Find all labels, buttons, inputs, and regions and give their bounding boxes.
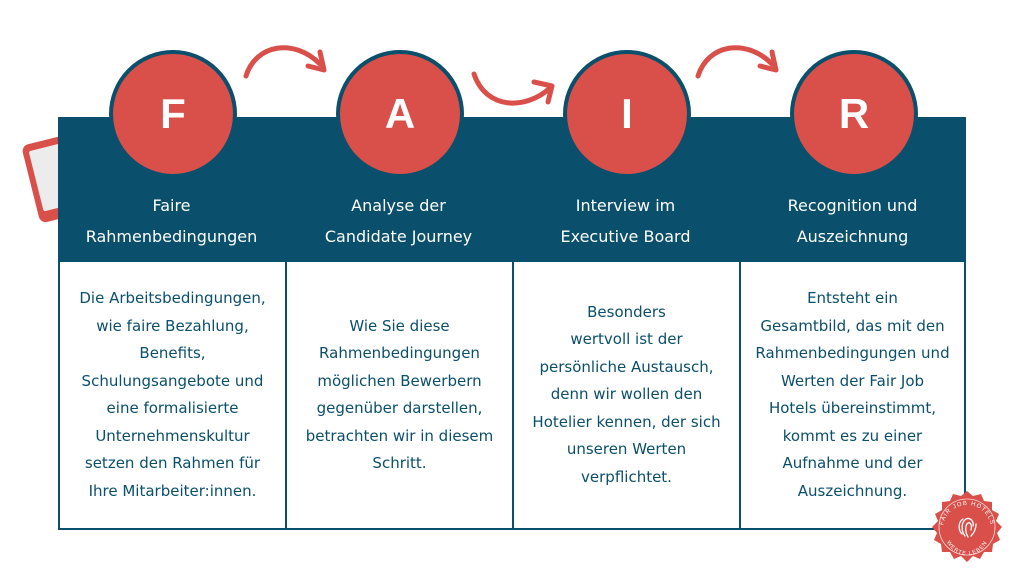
step-description: Wie Sie diese Rahmenbedingungen mögliche… bbox=[305, 316, 494, 473]
step-letter-circle: A bbox=[336, 50, 464, 178]
step-letter-circle: I bbox=[563, 50, 691, 178]
step-description-box: Wie Sie diese Rahmenbedingungen mögliche… bbox=[285, 260, 514, 530]
step-heading-line: Interview im bbox=[575, 196, 676, 215]
step-heading-line: Recognition und bbox=[787, 196, 918, 215]
step-heading-line: Candidate Journey bbox=[324, 227, 473, 246]
step-description: Die Arbeitsbedingungen, wie faire Bezahl… bbox=[79, 289, 266, 500]
step-description-box: Entsteht ein Gesamtbild, das mit den Rah… bbox=[739, 260, 966, 530]
step-heading: Recognition und Auszeichnung bbox=[739, 190, 966, 252]
step-heading-line: Faire bbox=[152, 196, 191, 215]
step-heading-line: Executive Board bbox=[560, 227, 691, 246]
step-letter-circle: F bbox=[109, 50, 237, 178]
step-heading: Interview im Executive Board bbox=[512, 190, 739, 252]
step-letter-circle: R bbox=[790, 50, 918, 178]
step-heading: Analyse der Candidate Journey bbox=[285, 190, 512, 252]
step-heading-line: Analyse der bbox=[351, 196, 446, 215]
step-heading: Faire Rahmenbedingungen bbox=[58, 190, 285, 252]
step-description: Besonders wertvoll ist der persönliche A… bbox=[532, 302, 721, 486]
curved-arrow-icon bbox=[243, 45, 327, 79]
step-description-box: Besonders wertvoll ist der persönliche A… bbox=[512, 260, 741, 530]
curved-arrow-icon bbox=[471, 71, 555, 106]
step-heading-line: Rahmenbedingungen bbox=[85, 227, 258, 246]
step-heading-line: Auszeichnung bbox=[796, 227, 909, 246]
step-description-box: Die Arbeitsbedingungen, wie faire Bezahl… bbox=[58, 260, 287, 530]
fair-job-hotels-seal-icon: FAIR JOB HOTELS WERTE LEBEN bbox=[932, 491, 1002, 562]
curved-arrow-icon bbox=[695, 45, 779, 79]
step-description: Entsteht ein Gesamtbild, das mit den Rah… bbox=[755, 289, 950, 500]
